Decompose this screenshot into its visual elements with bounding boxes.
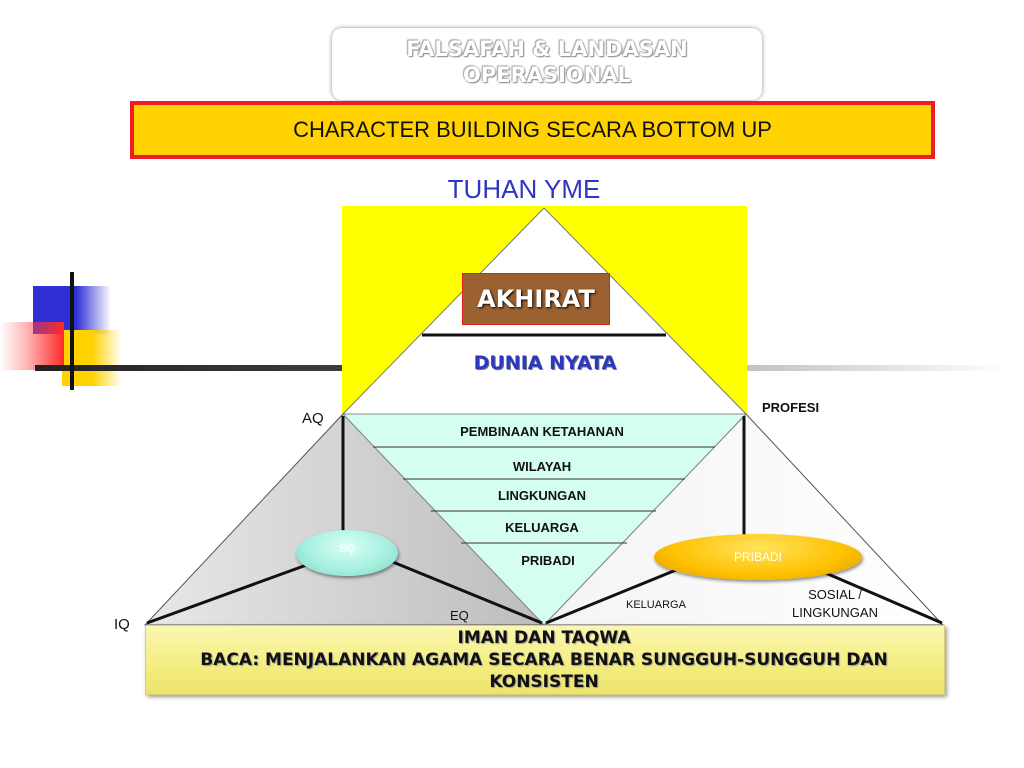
pribadi-oval: PRIBADI: [654, 534, 862, 580]
base-line-3: KONSISTEN: [489, 672, 599, 692]
layer-label: PEMBINAAN KETAHANAN: [460, 424, 624, 439]
layer-label: WILAYAH: [512, 459, 572, 474]
layer-label: LINGKUNGAN: [497, 488, 587, 503]
akhirat-box: AKHIRAT: [462, 273, 610, 325]
sq-oval: SQ: [296, 530, 398, 576]
layer-label: KELUARGA: [505, 520, 579, 535]
base-text: IMAN DAN TAQWA BACA: MENJALANKAN AGAMA S…: [145, 627, 943, 693]
banner-text: CHARACTER BUILDING SECARA BOTTOM UP: [293, 117, 772, 142]
layer-label: PRIBADI: [521, 553, 575, 568]
pribadi-oval-label: PRIBADI: [733, 550, 782, 564]
akhirat-label: AKHIRAT: [477, 285, 595, 313]
decoration-red-square: [0, 322, 64, 370]
sq-oval-label: SQ: [339, 543, 355, 555]
connector-line: [387, 558, 543, 625]
inverted-triangle: [341, 413, 748, 626]
base-line-1: IMAN DAN TAQWA: [457, 628, 631, 648]
base-box: [145, 625, 945, 695]
profesi-label: PROFESI: [762, 400, 820, 415]
top-triangle-right-edge: [543, 207, 747, 415]
top-triangle-left-edge: [342, 207, 545, 415]
base-line-2: BACA: MENJALANKAN AGAMA SECARA BENAR SUN…: [200, 650, 888, 670]
apex-label: TUHAN YME: [447, 174, 601, 204]
subtitle-banner: CHARACTER BUILDING SECARA BOTTOM UP: [130, 101, 935, 159]
header-box: [332, 28, 762, 100]
connector-line: [146, 561, 313, 625]
dunia-nyata-label: DUNIA NYATA: [473, 352, 617, 374]
decoration-vertical-line: [70, 272, 74, 390]
page-title: FALSAFAH & LANDASAN OPERASIONAL: [406, 37, 688, 87]
sosial-lingkungan-label: SOSIAL / LINGKUNGAN: [792, 587, 878, 620]
aq-label: AQ: [302, 410, 324, 427]
eq-label: EQ: [450, 608, 469, 623]
keluarga-label: KELUARGA: [626, 599, 686, 611]
iq-label: IQ: [114, 616, 130, 633]
connector-line: [545, 568, 677, 625]
